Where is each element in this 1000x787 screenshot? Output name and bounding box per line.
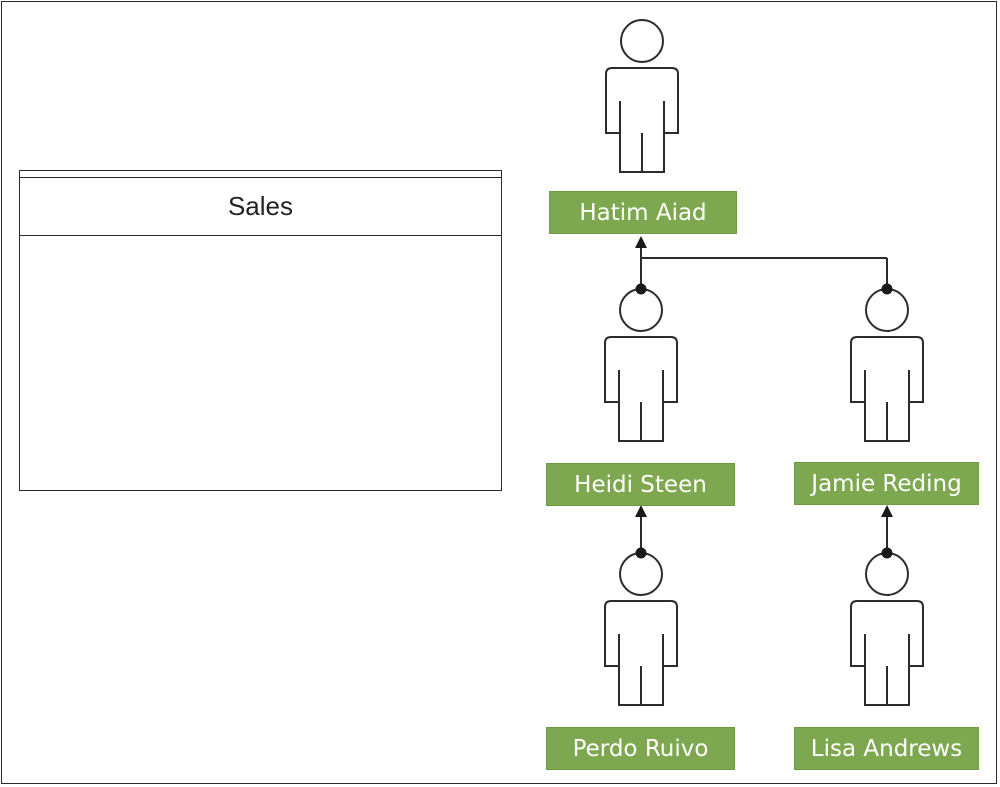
person-icon-perdo — [604, 552, 678, 706]
name-label-hatim: Hatim Aiad — [549, 191, 737, 234]
connector-dot-heidi — [635, 283, 647, 295]
name-label-heidi: Heidi Steen — [546, 463, 735, 506]
person-icon-heidi — [604, 288, 678, 442]
name-label-jamie: Jamie Reding — [794, 462, 979, 505]
name-label-lisa: Lisa Andrews — [794, 727, 979, 770]
connector-dot-jamie — [881, 283, 893, 295]
sales-title: Sales — [20, 178, 501, 236]
sales-department-box: Sales — [19, 170, 502, 491]
person-icon-lisa — [850, 552, 924, 706]
connector-perdo-to-heidi — [635, 505, 647, 559]
connector-heidi-jamie-to-hatim — [635, 236, 893, 295]
connector-dot-lisa — [881, 547, 893, 559]
person-icon-hatim — [605, 19, 679, 173]
person-icon-jamie — [850, 288, 924, 442]
arrowhead-to-hatim — [635, 236, 647, 248]
arrowhead-to-jamie — [881, 505, 893, 517]
arrowhead-to-heidi — [635, 505, 647, 517]
connector-lisa-to-jamie — [881, 505, 893, 559]
name-label-perdo: Perdo Ruivo — [546, 727, 735, 770]
connector-dot-perdo — [635, 547, 647, 559]
sales-box-top-line — [20, 177, 501, 178]
